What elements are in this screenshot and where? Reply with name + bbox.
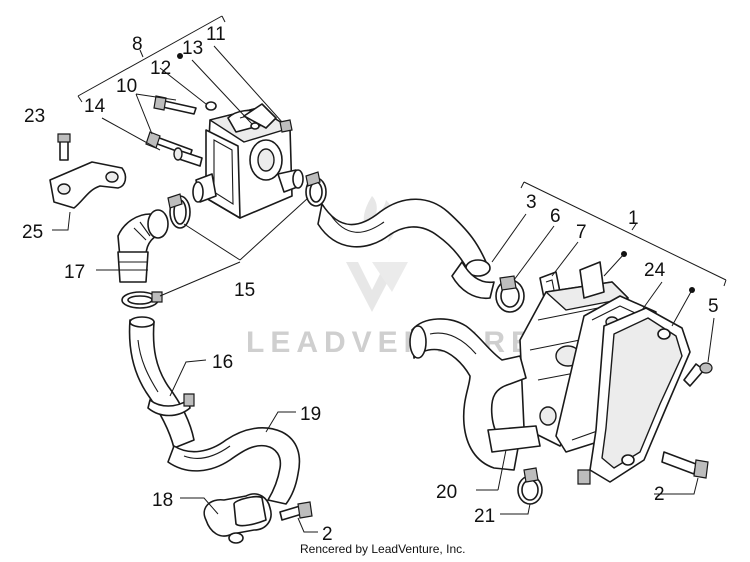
callout-12: 12 xyxy=(150,58,171,79)
clamp-16 xyxy=(147,393,195,417)
callout-10: 10 xyxy=(116,76,137,97)
washer-12 xyxy=(205,101,217,111)
air-valve-assembly xyxy=(192,103,304,219)
callout-8: 8 xyxy=(132,34,143,55)
callout-14: 14 xyxy=(84,96,106,117)
bolt-23 xyxy=(57,133,71,161)
flange-18 xyxy=(203,493,272,544)
callout-bracket-1 xyxy=(520,181,727,287)
bolt-2-bottom xyxy=(279,501,313,521)
callout-20: 20 xyxy=(436,482,457,503)
callout-21: 21 xyxy=(474,506,495,527)
elbow-hose-17 xyxy=(117,209,169,283)
bolt-2-right xyxy=(661,451,709,479)
callout-11: 11 xyxy=(206,24,226,45)
hose-19 xyxy=(167,427,301,505)
callout-2-right: 2 xyxy=(654,484,665,505)
cover-plate xyxy=(577,307,691,485)
callout-bracket-8 xyxy=(77,15,226,103)
callout-17: 17 xyxy=(64,262,85,283)
callout-18: 18 xyxy=(152,490,173,511)
clamp-15c xyxy=(121,291,163,309)
bullet-dot-icon xyxy=(177,53,183,59)
callout-2-bottom: 2 xyxy=(322,524,333,545)
clamp-15a xyxy=(167,193,191,229)
callout-15: 15 xyxy=(234,280,255,301)
washer-13 xyxy=(250,122,260,130)
callout-25: 25 xyxy=(22,222,43,243)
callout-7: 7 xyxy=(576,222,587,243)
bolt-14 xyxy=(173,147,203,167)
callout-23: 23 xyxy=(24,106,45,127)
hose-16 xyxy=(128,316,195,449)
clamp-15b xyxy=(305,171,327,207)
clamp-6 xyxy=(495,275,525,313)
credit-text: Rencered by LeadVenture, Inc. xyxy=(300,542,465,556)
clamp-21 xyxy=(517,467,543,505)
callout-13: 13 xyxy=(182,38,203,59)
hose-20 xyxy=(409,318,541,471)
callout-1: 1 xyxy=(628,208,639,229)
callout-6: 6 xyxy=(550,206,561,227)
bolt-10 xyxy=(153,95,197,115)
callout-24: 24 xyxy=(644,260,666,281)
callout-16: 16 xyxy=(212,352,233,373)
callout-3: 3 xyxy=(526,192,537,213)
bracket-25 xyxy=(49,161,127,209)
screw-5 xyxy=(683,362,713,387)
callout-19: 19 xyxy=(300,404,321,425)
hose-3 xyxy=(317,198,495,300)
nut-11 xyxy=(279,119,293,133)
callout-5: 5 xyxy=(708,296,719,317)
